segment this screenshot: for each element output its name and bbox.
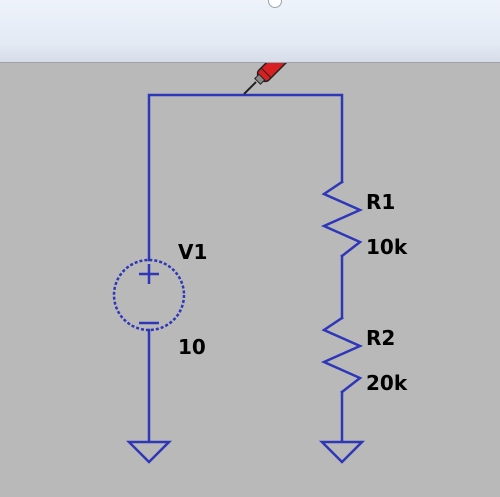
- schematic-canvas[interactable]: V1 10 R1 10k R2 20k: [0, 39, 500, 492]
- plus-sign-icon: [139, 264, 159, 284]
- toolbar-strip: [0, 0, 500, 63]
- resistor-r2-symbol[interactable]: [320, 316, 364, 394]
- ground-icon[interactable]: [125, 440, 173, 464]
- v1-name-label: V1: [178, 240, 207, 264]
- r2-name-label: R2: [366, 326, 395, 350]
- voltage-probe-icon: [243, 39, 321, 95]
- v1-value-label: 10: [178, 335, 206, 359]
- voltage-source-v1[interactable]: [112, 258, 186, 332]
- resistor-r1-symbol[interactable]: [320, 180, 364, 258]
- ground-icon[interactable]: [318, 440, 366, 464]
- toolbar-handle: [268, 0, 282, 8]
- top-wire[interactable]: [147, 93, 344, 262]
- schematic-svg[interactable]: V1 10 R1 10k R2 20k: [0, 39, 500, 492]
- r1-value-label: 10k: [366, 235, 408, 259]
- r2-value-label: 20k: [366, 371, 408, 395]
- r1-name-label: R1: [366, 190, 395, 214]
